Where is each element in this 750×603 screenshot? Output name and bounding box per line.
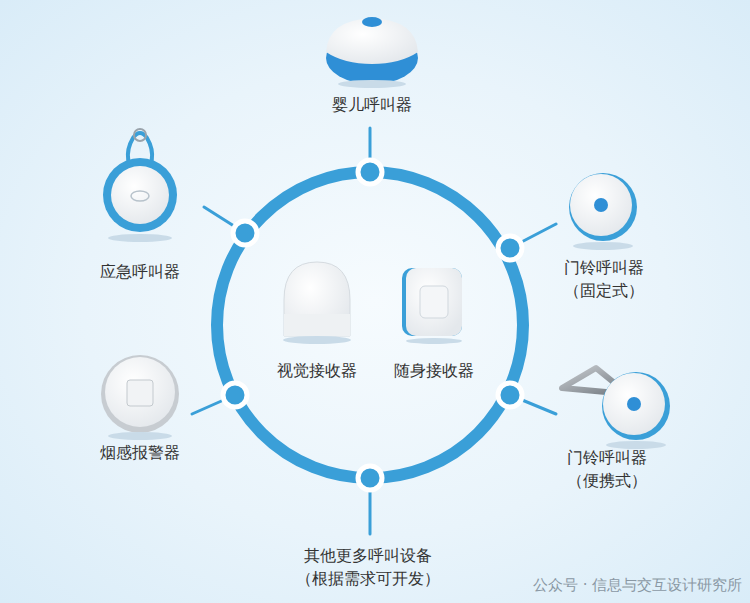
device-label: 其他更多呼叫设备 （根据需求可开发） (295, 544, 441, 590)
device-label: 烟感报警器 (100, 441, 180, 464)
device-caption: 随身接收器 (394, 359, 474, 382)
watermark: 公众号 · 信息与交互设计研究所 (533, 576, 742, 595)
device-caption: 婴儿呼叫器 (332, 93, 412, 116)
device-caption: 门铃呼叫器 （固定式） (562, 256, 647, 302)
device-label: 视觉接收器 (277, 359, 357, 382)
device-caption: 应急呼叫器 (100, 260, 180, 283)
device-label: 随身接收器 (394, 359, 474, 382)
device-caption: 其他更多呼叫设备 （根据需求可开发） (295, 544, 441, 590)
device-label: 婴儿呼叫器 (332, 93, 412, 116)
device-label: 应急呼叫器 (100, 260, 180, 283)
device-label: 门铃呼叫器 （固定式） (562, 256, 647, 302)
device-label: 门铃呼叫器 （便携式） (565, 446, 650, 492)
device-caption: 视觉接收器 (277, 359, 357, 382)
device-caption: 门铃呼叫器 （便携式） (565, 446, 650, 492)
device-caption: 烟感报警器 (100, 441, 180, 464)
